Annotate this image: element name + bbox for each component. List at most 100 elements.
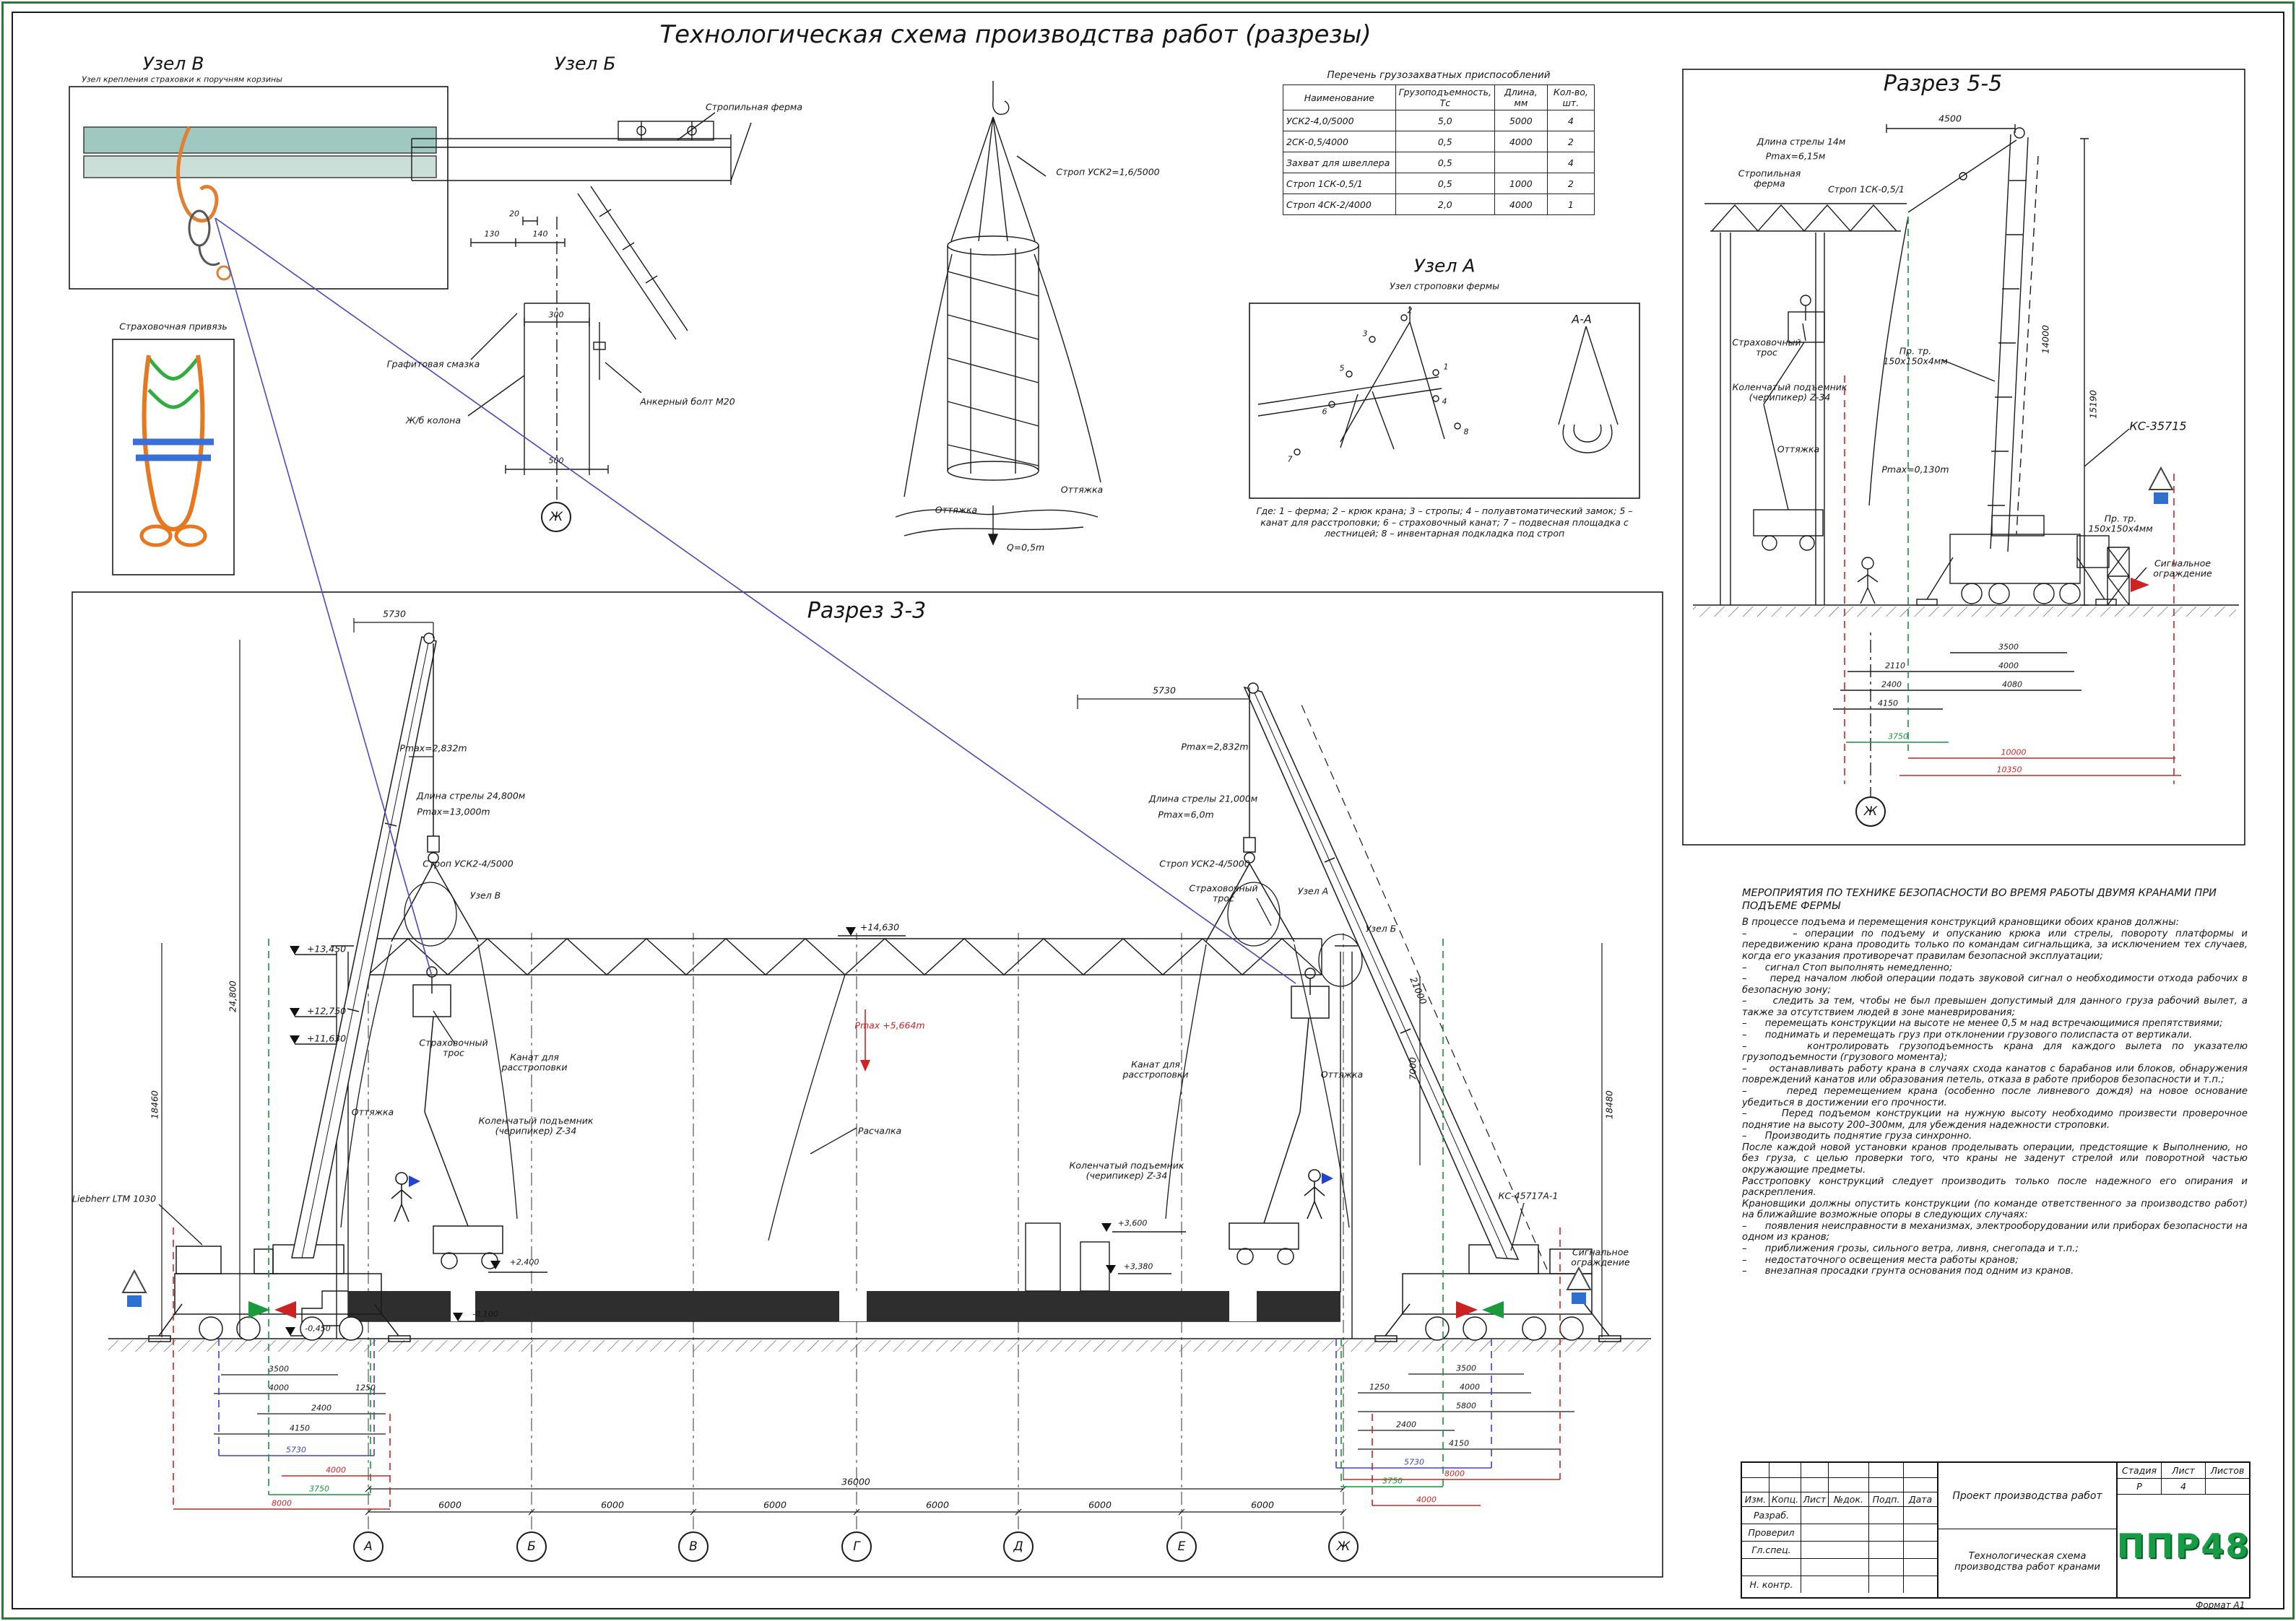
dim-5730-left-blue: 5730: [286, 1445, 306, 1455]
label-fence-right: Сигнальное ограждение: [1571, 1246, 1630, 1268]
section-a-a-label: А-А: [1572, 312, 1592, 326]
stamp-col-kopc: Копц.: [1769, 1492, 1801, 1506]
stamp-col-podp: Подп.: [1869, 1492, 1904, 1506]
detail-reference-leaders: [215, 217, 1296, 984]
label-column: Ж/б колона: [405, 414, 462, 426]
left-crane: [148, 633, 479, 1342]
label-boom-length-55: Длина стрелы 14м: [1756, 136, 1846, 147]
harness-label: Страховочная привязь: [119, 321, 228, 332]
elev-11630: +11,630: [306, 1033, 347, 1044]
stamp-doc-title: Технологическая схема производства работ…: [1954, 1551, 2100, 1573]
stamp-row-proveril: Проверил: [1742, 1524, 1801, 1541]
dim-2400-right: 2400: [1396, 1420, 1416, 1430]
label-grease: Графитовая смазка: [386, 358, 480, 370]
dim-300: 300: [548, 310, 564, 320]
label-boom-pmax-right: Pmax=6,0m: [1158, 809, 1214, 820]
stamp-row-glspec: Гл.спец.: [1742, 1542, 1801, 1558]
label-sling-right: Строп УСК2-4/5000: [1159, 858, 1250, 869]
rigging-table-title: Перечень грузозахватных приспособлений: [1327, 69, 1551, 81]
cage-lifting-detail: [895, 81, 1101, 546]
label-pmax-top-right: Pmax=2,832m: [1181, 741, 1249, 752]
label-lift-left: Коленчатый подъемник (черипикер) Z-34: [478, 1115, 594, 1137]
dim-6000-4: 6000: [926, 1499, 949, 1511]
axis-bubble-zh-s55: Ж: [1855, 796, 1886, 827]
label-boom-pmax-55: Pmax=6,15м: [1765, 150, 1826, 162]
label-sling-55: Строп 1СК-0,5/1: [1828, 183, 1905, 195]
rigging-table-header-row: Наименование Грузоподъемность, Тс Длина,…: [1283, 84, 1595, 110]
label-node-b-ref: Узел Б: [1365, 923, 1397, 934]
dim-14000: 14000: [2040, 325, 2051, 354]
cell: 2: [1546, 131, 1595, 152]
dim-3750-left-green: 3750: [309, 1484, 329, 1494]
title-block-revision-grid: Изм. Копц. Лист №док. Подп. Дата Разраб.…: [1742, 1463, 1938, 1597]
node-a-subtitle: Узел строповки фермы: [1389, 280, 1500, 292]
label-fence-55: Сигнальное ограждение: [2153, 557, 2212, 579]
format-note: Формат А1: [2196, 1600, 2245, 1610]
warning-sign-icon-s55: [2148, 466, 2174, 504]
cell: 4000: [1494, 131, 1548, 152]
dim-4080-55: 4080: [2002, 679, 2022, 690]
cell: Строп 1СК-0,5/1: [1283, 173, 1396, 194]
label-crane-right: КС-45717А-1: [1498, 1190, 1559, 1201]
dim-5730-left-top: 5730: [383, 608, 406, 620]
dim-2400-55: 2400: [1881, 679, 1902, 690]
label-cage-guy-1: Оттяжка: [935, 504, 978, 516]
elev-14630: +14,630: [859, 921, 900, 933]
stamp-row-nkontr: Н. контр.: [1742, 1576, 1801, 1593]
title-block-middle: Проект производства работ Технологическа…: [1938, 1463, 2118, 1597]
node-v-title: Узел В: [142, 53, 204, 74]
label-boom-length-left: Длина стрелы 24,800м: [416, 790, 526, 801]
cell: 1000: [1494, 173, 1548, 194]
label-profile-2: Пр. тр. 150х150х4мм: [2088, 513, 2153, 534]
callout-2: 2: [1407, 305, 1413, 316]
cell: [1494, 152, 1548, 173]
cell: Захват для швеллера: [1283, 152, 1396, 173]
dim-10000-55: 10000: [2001, 747, 2027, 757]
label-safety-rope-left: Страховочный трос: [419, 1037, 488, 1059]
axis-bubble-g: Г: [841, 1531, 872, 1562]
axis-bubble-b: Б: [516, 1531, 547, 1562]
axis-bubble-zh-nodeb: Ж: [541, 502, 571, 532]
dim-4000-right-red: 4000: [1416, 1495, 1437, 1505]
callout-5: 5: [1339, 363, 1345, 373]
cell: 5000: [1494, 110, 1548, 131]
dim-5730-right-blue: 5730: [1404, 1457, 1424, 1467]
dim-140: 140: [532, 229, 548, 239]
label-node-v-ref: Узел В: [469, 890, 501, 901]
dim-3500-55: 3500: [1998, 642, 2019, 652]
dim-36000: 36000: [841, 1476, 870, 1487]
label-derig-left: Канат для расстроповки: [501, 1051, 568, 1073]
dim-4150-55: 4150: [1878, 698, 1898, 708]
cell: 0,5: [1395, 152, 1495, 173]
cell: 0,5: [1395, 173, 1495, 194]
cell: 2СК-0,5/4000: [1283, 131, 1396, 152]
node-a-title: Узел А: [1413, 255, 1476, 277]
dim-3750-right-green: 3750: [1382, 1476, 1403, 1486]
node-v-detail: [83, 126, 437, 281]
section-5-5-title: Разрез 5-5: [1883, 71, 2003, 97]
cell: Строп 4СК-2/4000: [1283, 194, 1396, 215]
cell: 2: [1546, 173, 1595, 194]
label-derig-right: Канат для расстроповки: [1122, 1059, 1189, 1080]
col-name: Наименование: [1283, 84, 1396, 110]
section-3-3-dims-colored: [173, 939, 1561, 1510]
stamp-row-razrab: Разраб.: [1742, 1507, 1801, 1524]
label-cage-sling: Строп УСК2=1,6/5000: [1056, 166, 1160, 178]
dim-18460-vert: 18460: [149, 1090, 160, 1119]
dim-4000-left-red: 4000: [326, 1465, 346, 1475]
axis-bubble-d: Д: [1003, 1531, 1034, 1562]
section-3-3-dims-black: [161, 618, 1603, 1516]
sheet-title: Технологическая схема производства работ…: [659, 20, 1372, 49]
callout-4: 4: [1442, 396, 1447, 407]
dim-8000-left-red: 8000: [272, 1498, 292, 1508]
ppr48-logo: ППР48: [2116, 1526, 2250, 1565]
node-a-detail: [1257, 306, 1619, 456]
label-crane-left: Liebherr LTM 1030: [72, 1193, 157, 1204]
cell: 0,5: [1395, 131, 1495, 152]
label-anchor-bolt: Анкерный болт М20: [640, 396, 735, 407]
